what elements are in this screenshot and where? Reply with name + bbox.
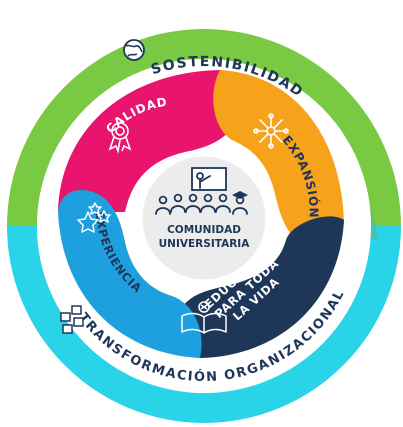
- medal-icon: [108, 122, 132, 154]
- open-book-icon: [181, 301, 227, 334]
- center-label-line1: COMUNIDAD: [167, 224, 241, 236]
- snowflake-network-icon: [253, 113, 289, 149]
- center-circle-ring: [139, 153, 269, 283]
- stars-icon: [77, 202, 111, 233]
- segment-educacion: [174, 216, 344, 358]
- center-label-line2: UNIVERSITARIA: [159, 238, 251, 250]
- segment-expansion: [213, 70, 344, 250]
- globe-icon: [123, 39, 145, 61]
- people-network-icon: [60, 305, 84, 334]
- center-circle: [141, 155, 267, 281]
- segment-calidad: [58, 70, 244, 212]
- transformacion-ring: [7, 226, 401, 423]
- classroom-icon: [155, 167, 249, 215]
- sostenibilidad-ring: [7, 29, 401, 226]
